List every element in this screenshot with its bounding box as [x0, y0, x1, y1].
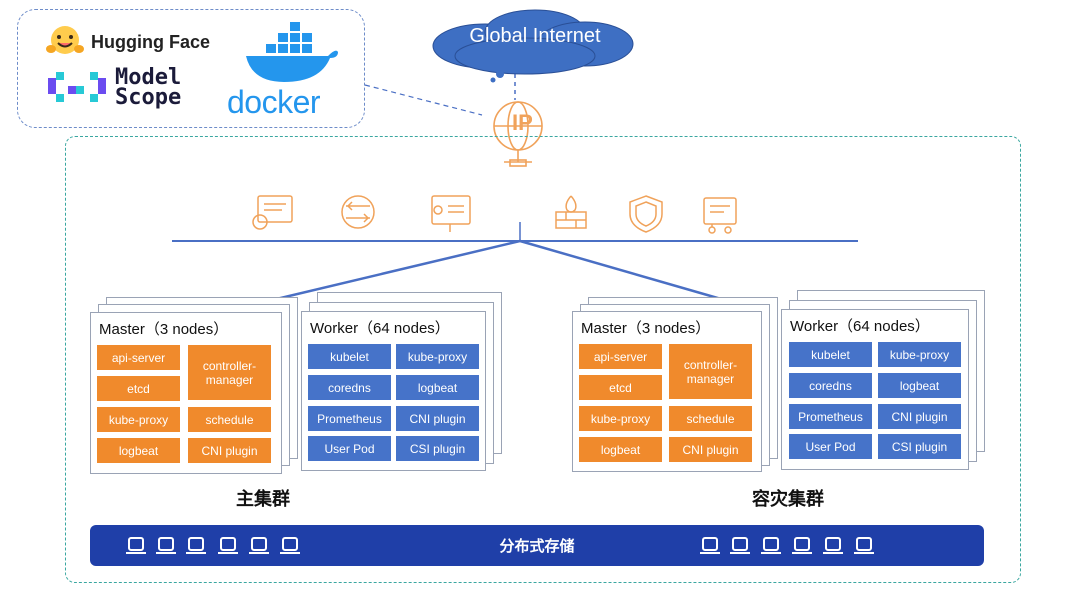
monitor-icon — [431, 195, 471, 232]
docker-label: docker — [227, 84, 321, 120]
worker-chip: Prometheus — [308, 406, 391, 431]
worker-chip: logbeat — [878, 373, 961, 398]
master-chip: api-server — [97, 345, 180, 370]
worker-chip: kubelet — [789, 342, 872, 367]
master-chip: CNI plugin — [669, 437, 752, 462]
master-chip: kube-proxy — [579, 406, 662, 431]
master-chip: logbeat — [579, 437, 662, 462]
disk-icon — [156, 537, 176, 554]
worker-chip: Prometheus — [789, 404, 872, 429]
disk-icon — [700, 537, 720, 554]
worker-card: Worker（64 nodes） kubelet coredns Prometh… — [301, 311, 486, 471]
worker-title: Worker（64 nodes） — [310, 320, 450, 337]
cluster-name: 容灾集群 — [752, 489, 824, 509]
storage-label: 分布式存储 — [499, 538, 575, 555]
service-icons-row — [252, 195, 737, 234]
master-chip: schedule — [669, 406, 752, 431]
worker-chip: CSI plugin — [878, 434, 961, 459]
shield-icon — [629, 195, 663, 233]
master-chip: logbeat — [97, 438, 180, 463]
config-icon — [252, 195, 293, 230]
cloud-icon — [432, 9, 634, 83]
cluster-region — [65, 136, 1021, 583]
worker-chip: kube-proxy — [396, 344, 479, 369]
worker-chip: coredns — [308, 375, 391, 400]
ip-label: IP — [512, 110, 533, 135]
worker-chip: CNI plugin — [878, 404, 961, 429]
master-chip: CNI plugin — [188, 438, 271, 463]
master-card: Master（3 nodes） api-server etcd kube-pro… — [572, 311, 762, 472]
disk-icon — [823, 537, 843, 554]
worker-chip: logbeat — [396, 375, 479, 400]
worker-chip: CSI plugin — [396, 436, 479, 461]
network-icon — [703, 197, 737, 234]
distributed-storage-bar: 分布式存储 — [90, 525, 984, 566]
docker-whale-icon — [246, 22, 338, 82]
master-title: Master（3 nodes） — [581, 320, 711, 337]
worker-chip: kube-proxy — [878, 342, 961, 367]
firewall-icon — [555, 195, 587, 229]
ip-globe-icon: IP — [493, 101, 543, 167]
master-chip: controller- manager — [188, 345, 271, 400]
master-chip: schedule — [188, 407, 271, 432]
global-internet-label: Global Internet — [469, 25, 601, 47]
modelscope-logo-icon — [48, 72, 106, 102]
master-title: Master（3 nodes） — [99, 321, 229, 338]
disk-icon — [280, 537, 300, 554]
disk-icon — [761, 537, 781, 554]
registry-logos-panel: Hugging Face Model Scope docker — [17, 9, 365, 128]
modelscope-label-line1: Model — [115, 65, 182, 90]
hugging-face-label: Hugging Face — [91, 32, 211, 52]
disk-icon — [854, 537, 874, 554]
master-chip: etcd — [97, 376, 180, 401]
disk-icon — [218, 537, 238, 554]
master-chip: api-server — [579, 344, 662, 369]
worker-chip: CNI plugin — [396, 406, 479, 431]
master-chip: etcd — [579, 375, 662, 400]
worker-chip: kubelet — [308, 344, 391, 369]
bus-to-dr-cluster-line — [519, 239, 736, 305]
cluster-name: 主集群 — [236, 489, 290, 509]
registry-to-ip-link — [364, 84, 483, 116]
master-chip: controller- manager — [669, 344, 752, 399]
worker-chip: User Pod — [789, 434, 872, 459]
modelscope-label: Model Scope — [115, 65, 182, 110]
worker-chip: User Pod — [308, 436, 391, 461]
disk-icon — [730, 537, 750, 554]
master-chip: kube-proxy — [97, 407, 180, 432]
dns-icon — [341, 195, 375, 229]
worker-card: Worker（64 nodes） kubelet coredns Prometh… — [781, 309, 969, 470]
disk-icon — [792, 537, 812, 554]
hugging-face-logo-icon — [46, 26, 84, 54]
disk-icon — [126, 537, 146, 554]
disk-icon — [186, 537, 206, 554]
worker-title: Worker（64 nodes） — [790, 318, 930, 335]
master-card: Master（3 nodes） api-server etcd kube-pro… — [90, 312, 282, 474]
disk-icon — [249, 537, 269, 554]
worker-chip: coredns — [789, 373, 872, 398]
bus-to-main-cluster-line — [267, 239, 521, 303]
modelscope-label-line2: Scope — [115, 85, 182, 110]
